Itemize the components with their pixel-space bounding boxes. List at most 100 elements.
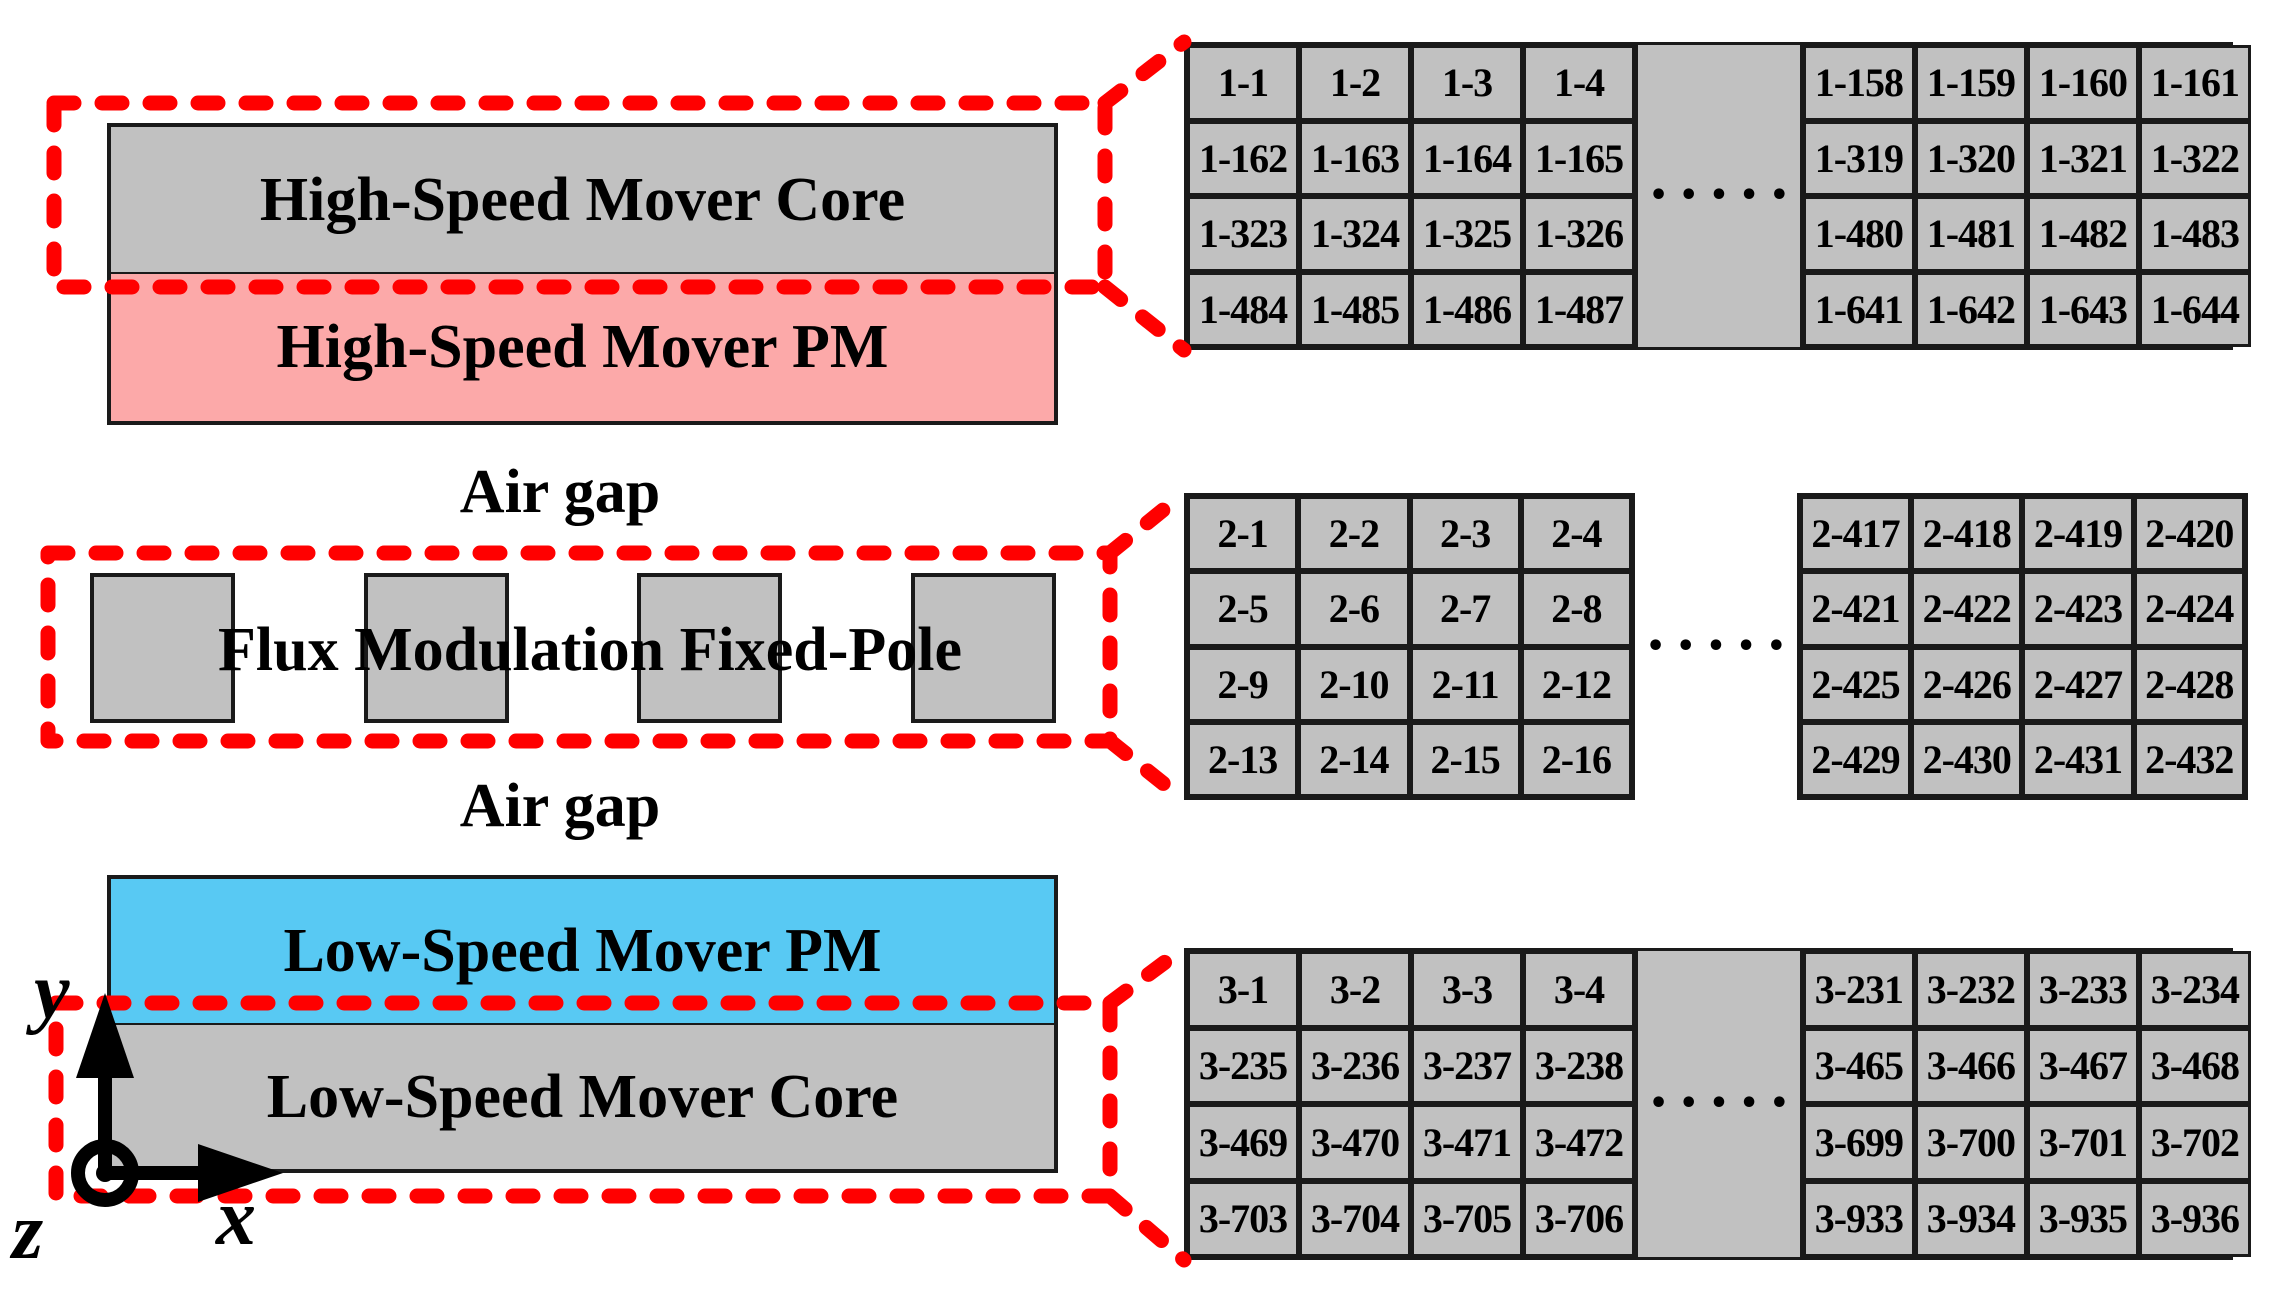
mesh-element-cell: 1-158 bbox=[1802, 45, 1915, 121]
mesh-element-cell: 2-421 bbox=[1799, 571, 1912, 647]
mesh-element-cell: 2-15 bbox=[1409, 721, 1521, 797]
mesh-element-cell: 2-432 bbox=[2133, 721, 2245, 797]
mesh-element-cell: 1-644 bbox=[2138, 271, 2251, 347]
mesh-element-cell: 2-8 bbox=[1520, 571, 1632, 647]
mesh-element-cell: 3-232 bbox=[1914, 951, 2027, 1028]
mesh-element-cell: 2-426 bbox=[1911, 646, 2023, 722]
mesh-element-cell: 1-319 bbox=[1802, 120, 1915, 196]
mesh-element-cell: 2-429 bbox=[1799, 721, 1912, 797]
mesh-element-cell: 2-427 bbox=[2022, 646, 2134, 722]
mesh-element-cell: 2-430 bbox=[1911, 721, 2023, 797]
mesh-gap-column: ••••• bbox=[1635, 951, 1803, 1257]
mesh-element-cell: 2-12 bbox=[1520, 646, 1632, 722]
mesh-element-cell: 1-323 bbox=[1187, 196, 1299, 272]
mesh-element-cell: 3-1 bbox=[1187, 951, 1299, 1028]
flux-modulation-label: Flux Modulation Fixed-Pole bbox=[218, 615, 962, 684]
mesh-gap-column: ••••• bbox=[1635, 45, 1803, 347]
mesh-element-cell: 3-238 bbox=[1523, 1027, 1635, 1104]
mesh-element-cell: 3-2 bbox=[1299, 951, 1411, 1028]
mesh-element-cell: 1-163 bbox=[1299, 120, 1411, 196]
mesh-element-cell: 1-320 bbox=[1914, 120, 2027, 196]
mesh-element-cell: 3-704 bbox=[1299, 1180, 1411, 1257]
callout-line-high-speed-top bbox=[1097, 34, 1192, 111]
high-speed-mover-core-label: High-Speed Mover Core bbox=[259, 166, 906, 234]
mesh-element-cell: 2-9 bbox=[1187, 646, 1299, 722]
low-speed-mover-pm-block: Low-Speed Mover PM bbox=[107, 875, 1058, 1025]
mesh-element-cell: 3-465 bbox=[1802, 1027, 1915, 1104]
low-speed-mover-pm-label: Low-Speed Mover PM bbox=[283, 916, 882, 985]
y-axis-label: y bbox=[34, 948, 70, 1036]
high-speed-mover-pm-label: High-Speed Mover PM bbox=[276, 313, 889, 381]
mesh-element-cell: 1-324 bbox=[1299, 196, 1411, 272]
mesh-element-cell: 3-234 bbox=[2138, 951, 2251, 1028]
mesh-element-cell: 3-472 bbox=[1523, 1104, 1635, 1181]
callout-line-flux-bottom bbox=[1102, 733, 1192, 808]
mesh-element-cell: 1-642 bbox=[1914, 271, 2027, 347]
mesh-element-cell: 2-14 bbox=[1298, 721, 1410, 797]
mesh-element-cell: 1-164 bbox=[1411, 120, 1523, 196]
mesh-element-cell: 1-1 bbox=[1187, 45, 1299, 121]
mesh-element-cell: 2-431 bbox=[2022, 721, 2134, 797]
mesh-element-cell: 1-326 bbox=[1523, 196, 1635, 272]
mesh-element-cell: 1-161 bbox=[2138, 45, 2251, 121]
ellipsis-dots: ••••• bbox=[1646, 628, 1797, 664]
low-speed-mover-core-label: Low-Speed Mover Core bbox=[266, 1062, 899, 1131]
mesh-element-cell: 1-321 bbox=[2026, 120, 2139, 196]
air-gap-label-bottom: Air gap bbox=[459, 771, 661, 840]
mesh-element-cell: 2-1 bbox=[1187, 496, 1299, 572]
ellipsis-dots: ••••• bbox=[1649, 178, 1800, 213]
mesh-element-cell: 3-933 bbox=[1802, 1180, 1915, 1257]
mesh-element-cell: 2-428 bbox=[2133, 646, 2245, 722]
mesh-element-cell: 1-486 bbox=[1411, 271, 1523, 347]
low-speed-mover-core-block: Low-Speed Mover Core bbox=[107, 1023, 1058, 1173]
callout-line-flux-top bbox=[1102, 485, 1192, 561]
mesh-element-cell: 2-424 bbox=[2133, 571, 2245, 647]
mesh-element-cell: 3-700 bbox=[1914, 1104, 2027, 1181]
callout-line-high-speed-bottom bbox=[1097, 279, 1192, 358]
mesh-element-cell: 2-6 bbox=[1298, 571, 1410, 647]
mesh-element-cell: 2-417 bbox=[1799, 496, 1912, 572]
mesh-element-cell: 1-2 bbox=[1299, 45, 1411, 121]
mesh-element-cell: 3-699 bbox=[1802, 1104, 1915, 1181]
mesh-gap-column: ••••• bbox=[1635, 493, 1797, 800]
mesh-element-cell: 3-233 bbox=[2026, 951, 2139, 1028]
mesh-element-cell: 1-480 bbox=[1802, 196, 1915, 272]
mesh-element-cell: 1-162 bbox=[1187, 120, 1299, 196]
mesh-element-cell: 2-4 bbox=[1520, 496, 1632, 572]
mesh-element-cell: 1-4 bbox=[1523, 45, 1635, 121]
mesh-element-cell: 1-3 bbox=[1411, 45, 1523, 121]
mesh-element-cell: 3-936 bbox=[2138, 1180, 2251, 1257]
mesh-element-cell: 1-322 bbox=[2138, 120, 2251, 196]
mesh-element-cell: 2-10 bbox=[1298, 646, 1410, 722]
mesh-element-cell: 3-237 bbox=[1411, 1027, 1523, 1104]
mesh-element-cell: 3-4 bbox=[1523, 951, 1635, 1028]
ellipsis-dots: ••••• bbox=[1649, 1086, 1800, 1121]
mesh-element-cell: 3-236 bbox=[1299, 1027, 1411, 1104]
mesh-element-cell: 3-702 bbox=[2138, 1104, 2251, 1181]
mesh-element-cell: 2-425 bbox=[1799, 646, 1912, 722]
mesh-element-cell: 1-484 bbox=[1187, 271, 1299, 347]
mesh-element-cell: 2-2 bbox=[1298, 496, 1410, 572]
mesh-element-cell: 2-422 bbox=[1911, 571, 2023, 647]
mesh-element-cell: 1-643 bbox=[2026, 271, 2139, 347]
mesh-element-cell: 3-235 bbox=[1187, 1027, 1299, 1104]
mesh-element-cell: 3-231 bbox=[1802, 951, 1915, 1028]
mesh-element-cell: 3-469 bbox=[1187, 1104, 1299, 1181]
mesh-element-cell: 2-11 bbox=[1409, 646, 1521, 722]
mesh-element-cell: 3-701 bbox=[2026, 1104, 2139, 1181]
mesh-element-cell: 3-471 bbox=[1411, 1104, 1523, 1181]
mesh-element-cell: 1-487 bbox=[1523, 271, 1635, 347]
mesh-element-cell: 2-7 bbox=[1409, 571, 1521, 647]
mesh-element-cell: 1-483 bbox=[2138, 196, 2251, 272]
mesh-element-cell: 1-482 bbox=[2026, 196, 2139, 272]
mesh-element-cell: 3-705 bbox=[1411, 1180, 1523, 1257]
